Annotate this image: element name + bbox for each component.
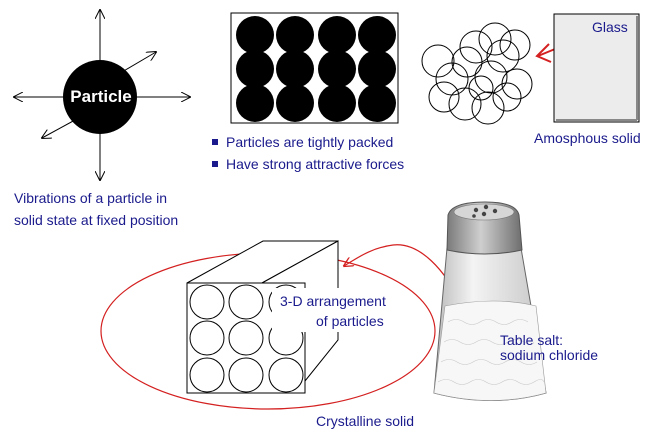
amorphous-particles xyxy=(421,22,533,125)
arrangement-label-line-2: of particles xyxy=(316,313,384,329)
property-tightly-packed: Particles are tightly packed xyxy=(212,131,404,153)
particle-label: Particle xyxy=(70,87,132,106)
salt-label-line-1: Table salt: xyxy=(500,332,564,348)
amorphous-solid-label: Amosphous solid xyxy=(534,130,641,146)
particle-circle xyxy=(63,60,137,134)
vibrating-particle xyxy=(14,10,190,180)
salt-label-line-2: sodium chloride xyxy=(500,347,599,363)
vibration-caption-line-1: Vibrations of a particle in xyxy=(14,190,168,206)
solid-properties-list: Particles are tightly packed Have strong… xyxy=(212,131,404,175)
vibration-arrows xyxy=(14,10,190,180)
crystal-lattice xyxy=(186,240,404,394)
salt-shaker xyxy=(433,201,547,401)
vibration-caption-line-2: solid state at fixed position xyxy=(14,212,179,228)
arrangement-label-line-1: 3-D arrangement xyxy=(280,293,386,309)
property-attractive-forces: Have strong attractive forces xyxy=(212,153,404,175)
glass-pane xyxy=(553,13,640,123)
packed-particles-box xyxy=(230,12,399,124)
glass-label: Glass xyxy=(592,19,628,35)
crystalline-solid-label: Crystalline solid xyxy=(316,413,415,429)
